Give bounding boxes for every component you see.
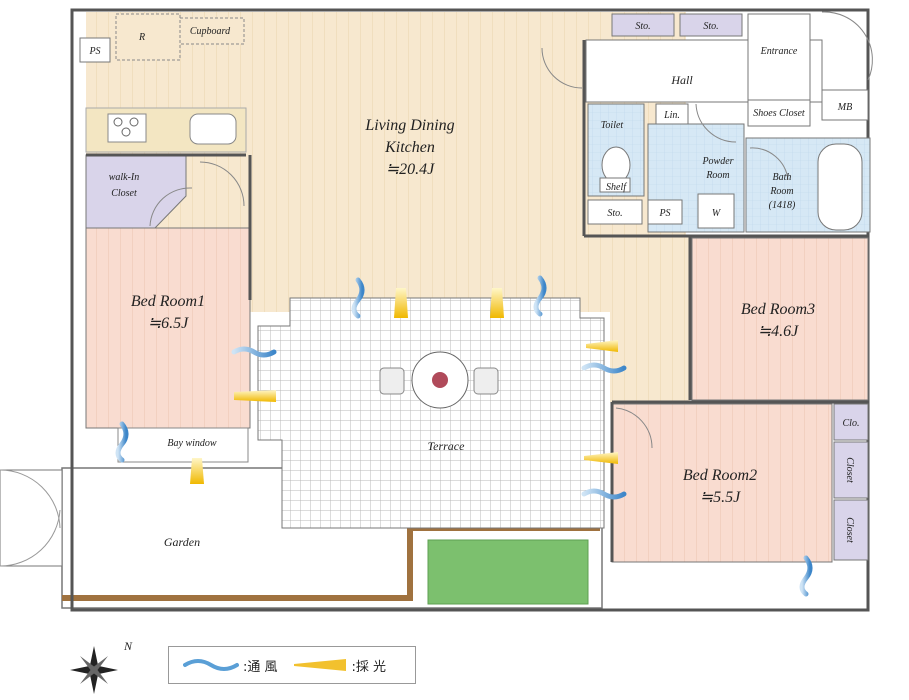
cupboard-label: Cupboard [190,26,231,37]
entrance [747,13,811,101]
bed2-name: Bed Room2 [683,467,757,484]
shelf-label: Shelf [606,182,627,193]
legend: :通 風 :採 光 [168,646,416,684]
powder-label-2: Room [705,170,729,181]
bath-label-1: Bath [773,172,792,183]
ps-1 [79,37,111,63]
powder-label-1: Powder [701,156,733,167]
legend-ventilation-label: :通 風 [243,659,278,675]
lawn [427,539,589,605]
clo [833,403,869,441]
ventilation-markers [115,275,813,597]
ps-1-label: PS [88,46,100,57]
bed3-name: Bed Room3 [741,301,815,318]
ldk-name-line2: Kitchen [384,139,435,156]
ps-2 [647,199,683,225]
r-label: R [138,32,145,43]
sto-1 [611,13,675,37]
sto-3 [587,199,643,225]
ldk-size: ≒20.4J [386,161,435,178]
sto-2 [679,13,743,37]
ldk-name-line1: Living Dining [364,117,454,134]
legend-daylight-label: :採 光 [351,659,387,675]
daylight-markers [190,288,618,484]
ps-2-label: PS [658,208,670,219]
closet-1 [833,441,869,499]
entrance-label: Entrance [760,46,798,57]
closet-2-label: Closet [844,517,855,543]
legend-daylight: :採 光 [292,656,387,675]
legend-ventilation: :通 風 [183,656,278,675]
clo-label: Clo. [843,418,860,429]
shoes-closet-label: Shoes Closet [753,108,805,119]
sto-1-label: Sto. [635,21,650,32]
closet-1-label: Closet [844,457,855,483]
ventilation-icon [183,659,239,671]
sto-2-label: Sto. [703,21,718,32]
mb-label: MB [837,102,852,113]
bedroom-1 [85,227,251,429]
w-label: W [712,208,722,219]
bath-label-3: (1418) [769,200,796,211]
mb-box [821,89,869,121]
closet-2 [833,499,869,561]
walkin-label-2: Closet [111,188,137,199]
garden-label: Garden [164,535,200,549]
hall-label: Hall [670,73,693,87]
compass-rose-icon: N [70,639,133,694]
north-label: N [123,639,133,653]
sto-3-label: Sto. [607,208,622,219]
walkin-label-1: walk-In [109,172,140,183]
bed3-size: ≒4.6J [758,323,799,340]
daylight-icon [293,659,346,671]
terrace [257,297,605,529]
bed1-size: ≒6.5J [148,315,189,332]
bedroom-3 [691,237,869,401]
bay-window-label: Bay window [167,438,216,449]
toilet-label: Toilet [601,120,624,131]
shoes-closet [747,99,811,127]
bath-label-2: Room [769,186,793,197]
terrace-label: Terrace [428,439,466,453]
bed2-size: ≒5.5J [700,489,741,506]
lin-label: Lin. [663,110,680,121]
bed1-name: Bed Room1 [131,293,205,310]
bedroom-2 [611,403,833,563]
